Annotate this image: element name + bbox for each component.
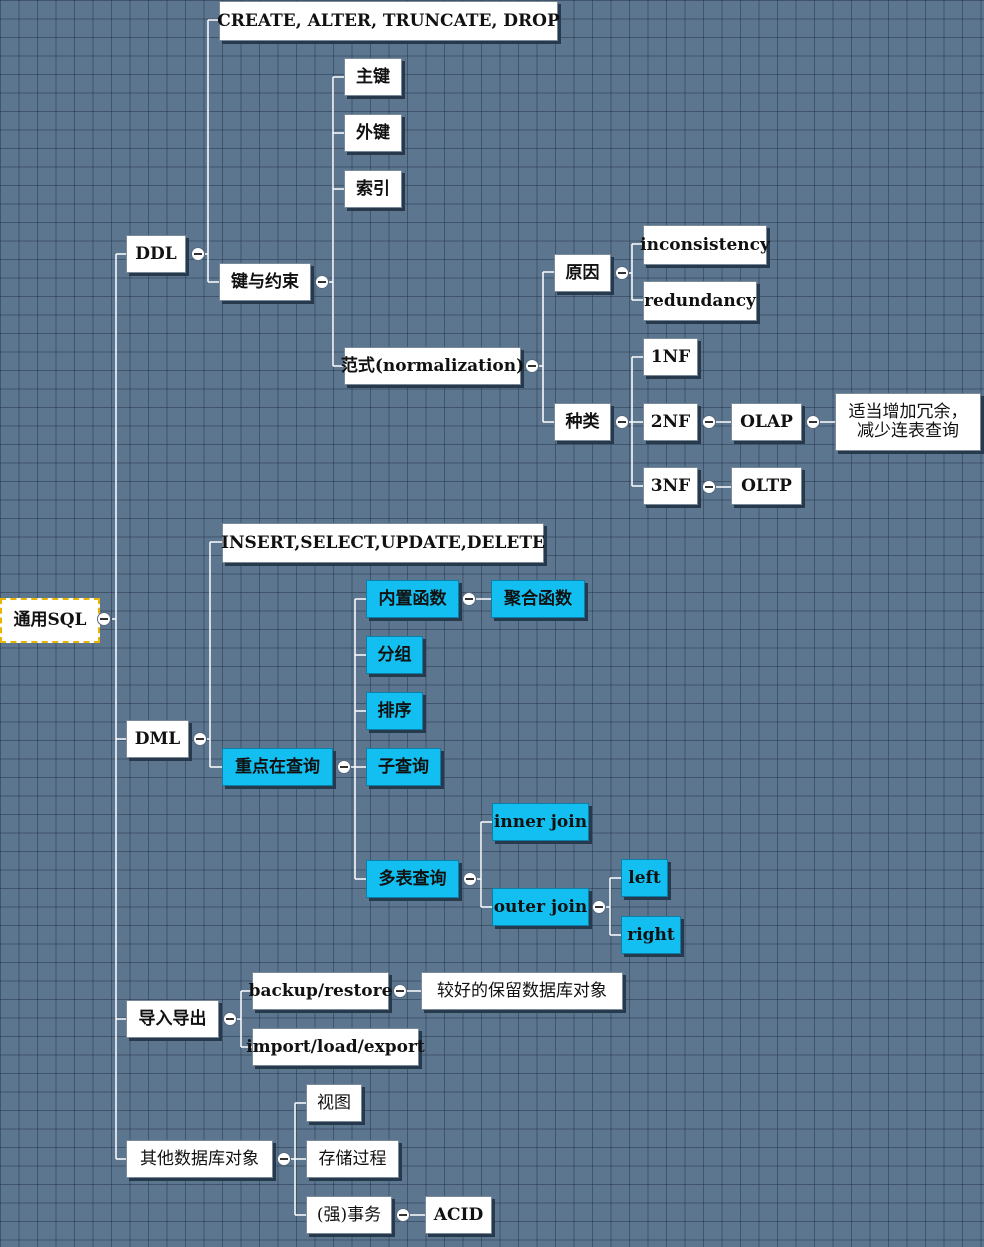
collapse-types-toggle[interactable] xyxy=(615,415,629,429)
node-olap-note[interactable]: 适当增加冗余，减少连表查询 xyxy=(835,393,981,451)
collapse-transaction-toggle[interactable] xyxy=(396,1208,410,1222)
node-inner-join[interactable]: inner join xyxy=(492,803,589,841)
collapse-dml-toggle[interactable] xyxy=(193,732,207,746)
collapse-outer-toggle[interactable] xyxy=(592,900,606,914)
collapse-olap-toggle[interactable] xyxy=(806,415,820,429)
node-keys-constraints[interactable]: 键与约束 xyxy=(219,263,311,301)
node-outer-join[interactable]: outer join xyxy=(492,888,589,926)
node-ddl-statements[interactable]: CREATE, ALTER, TRUNCATE, DROP xyxy=(217,1,560,41)
node-acid[interactable]: ACID xyxy=(425,1196,492,1234)
node-query-focus[interactable]: 重点在查询 xyxy=(222,748,333,786)
node-types[interactable]: 种类 xyxy=(554,403,611,441)
node-sort[interactable]: 排序 xyxy=(366,692,423,730)
root-node[interactable]: 通用SQL xyxy=(0,598,100,643)
node-backup-note[interactable]: 较好的保留数据库对象 xyxy=(421,972,623,1010)
node-primary-key[interactable]: 主键 xyxy=(344,58,402,96)
node-oltp[interactable]: OLTP xyxy=(731,467,802,505)
collapse-backup-toggle[interactable] xyxy=(393,984,407,998)
collapse-io-toggle[interactable] xyxy=(223,1012,237,1026)
node-olap[interactable]: OLAP xyxy=(731,403,802,441)
node-2nf[interactable]: 2NF xyxy=(643,403,698,441)
node-normalization[interactable]: 范式(normalization) xyxy=(341,347,524,385)
node-dml-statements[interactable]: INSERT,SELECT,UPDATE,DELETE xyxy=(221,523,545,563)
collapse-root-toggle[interactable] xyxy=(97,612,111,626)
collapse-2nf-toggle[interactable] xyxy=(702,415,716,429)
node-reason[interactable]: 原因 xyxy=(554,254,611,292)
collapse-query-toggle[interactable] xyxy=(337,760,351,774)
node-aggregate-functions[interactable]: 聚合函数 xyxy=(491,580,585,618)
node-multi-table-query[interactable]: 多表查询 xyxy=(366,860,459,898)
collapse-multi-toggle[interactable] xyxy=(463,872,477,886)
node-stored-procedure[interactable]: 存储过程 xyxy=(306,1140,399,1178)
collapse-normalization-toggle[interactable] xyxy=(525,359,539,373)
collapse-other-toggle[interactable] xyxy=(277,1152,291,1166)
node-transaction[interactable]: (强)事务 xyxy=(306,1196,392,1234)
collapse-reason-toggle[interactable] xyxy=(615,266,629,280)
node-view[interactable]: 视图 xyxy=(306,1084,362,1122)
node-dml[interactable]: DML xyxy=(126,720,189,758)
node-3nf[interactable]: 3NF xyxy=(643,467,698,505)
node-backup-restore[interactable]: backup/restore xyxy=(249,972,392,1010)
node-ddl[interactable]: DDL xyxy=(126,235,186,273)
node-left-join[interactable]: left xyxy=(621,859,668,897)
collapse-builtin-toggle[interactable] xyxy=(462,592,476,606)
node-group[interactable]: 分组 xyxy=(366,636,423,674)
node-redundancy[interactable]: redundancy xyxy=(643,281,757,321)
node-foreign-key[interactable]: 外键 xyxy=(344,114,402,152)
collapse-ddl-toggle[interactable] xyxy=(191,247,205,261)
collapse-3nf-toggle[interactable] xyxy=(702,480,716,494)
node-right-join[interactable]: right xyxy=(621,916,681,954)
node-subquery[interactable]: 子查询 xyxy=(366,748,441,786)
node-index[interactable]: 索引 xyxy=(344,170,402,208)
node-inconsistency[interactable]: inconsistency xyxy=(640,225,770,265)
node-builtin-functions[interactable]: 内置函数 xyxy=(366,580,459,618)
node-import-load-export[interactable]: import/load/export xyxy=(246,1028,425,1066)
node-import-export[interactable]: 导入导出 xyxy=(126,1000,219,1038)
node-other-db-objects[interactable]: 其他数据库对象 xyxy=(126,1140,273,1178)
node-1nf[interactable]: 1NF xyxy=(643,338,698,376)
collapse-keys-toggle[interactable] xyxy=(315,275,329,289)
